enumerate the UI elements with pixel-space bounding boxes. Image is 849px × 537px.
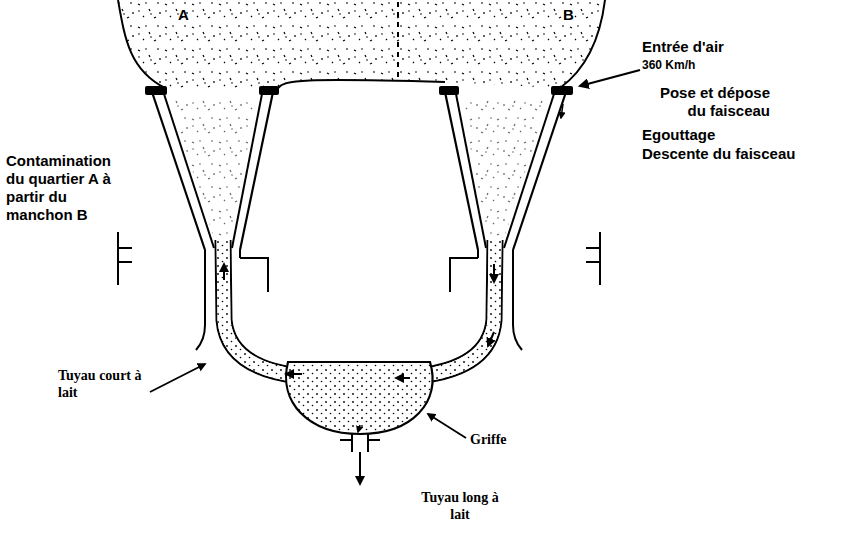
- quarter-letter: B: [563, 6, 574, 24]
- air-speed-label: 360 Km/h: [642, 58, 695, 72]
- part-label: Tuyau court à lait: [58, 368, 150, 402]
- part-label: Tuyau long à lait: [420, 490, 500, 524]
- event-note: Egouttage: [642, 126, 715, 144]
- event-note: Descente du faisceau: [642, 145, 842, 163]
- part-label: Griffe: [470, 432, 507, 449]
- air-entry-label: Entrée d'air: [642, 38, 724, 56]
- quarter-letter: A: [178, 6, 189, 24]
- contamination-note: Contamination du quartier A à partir du …: [6, 152, 130, 224]
- event-note: Pose et dépose du faisceau: [642, 84, 770, 120]
